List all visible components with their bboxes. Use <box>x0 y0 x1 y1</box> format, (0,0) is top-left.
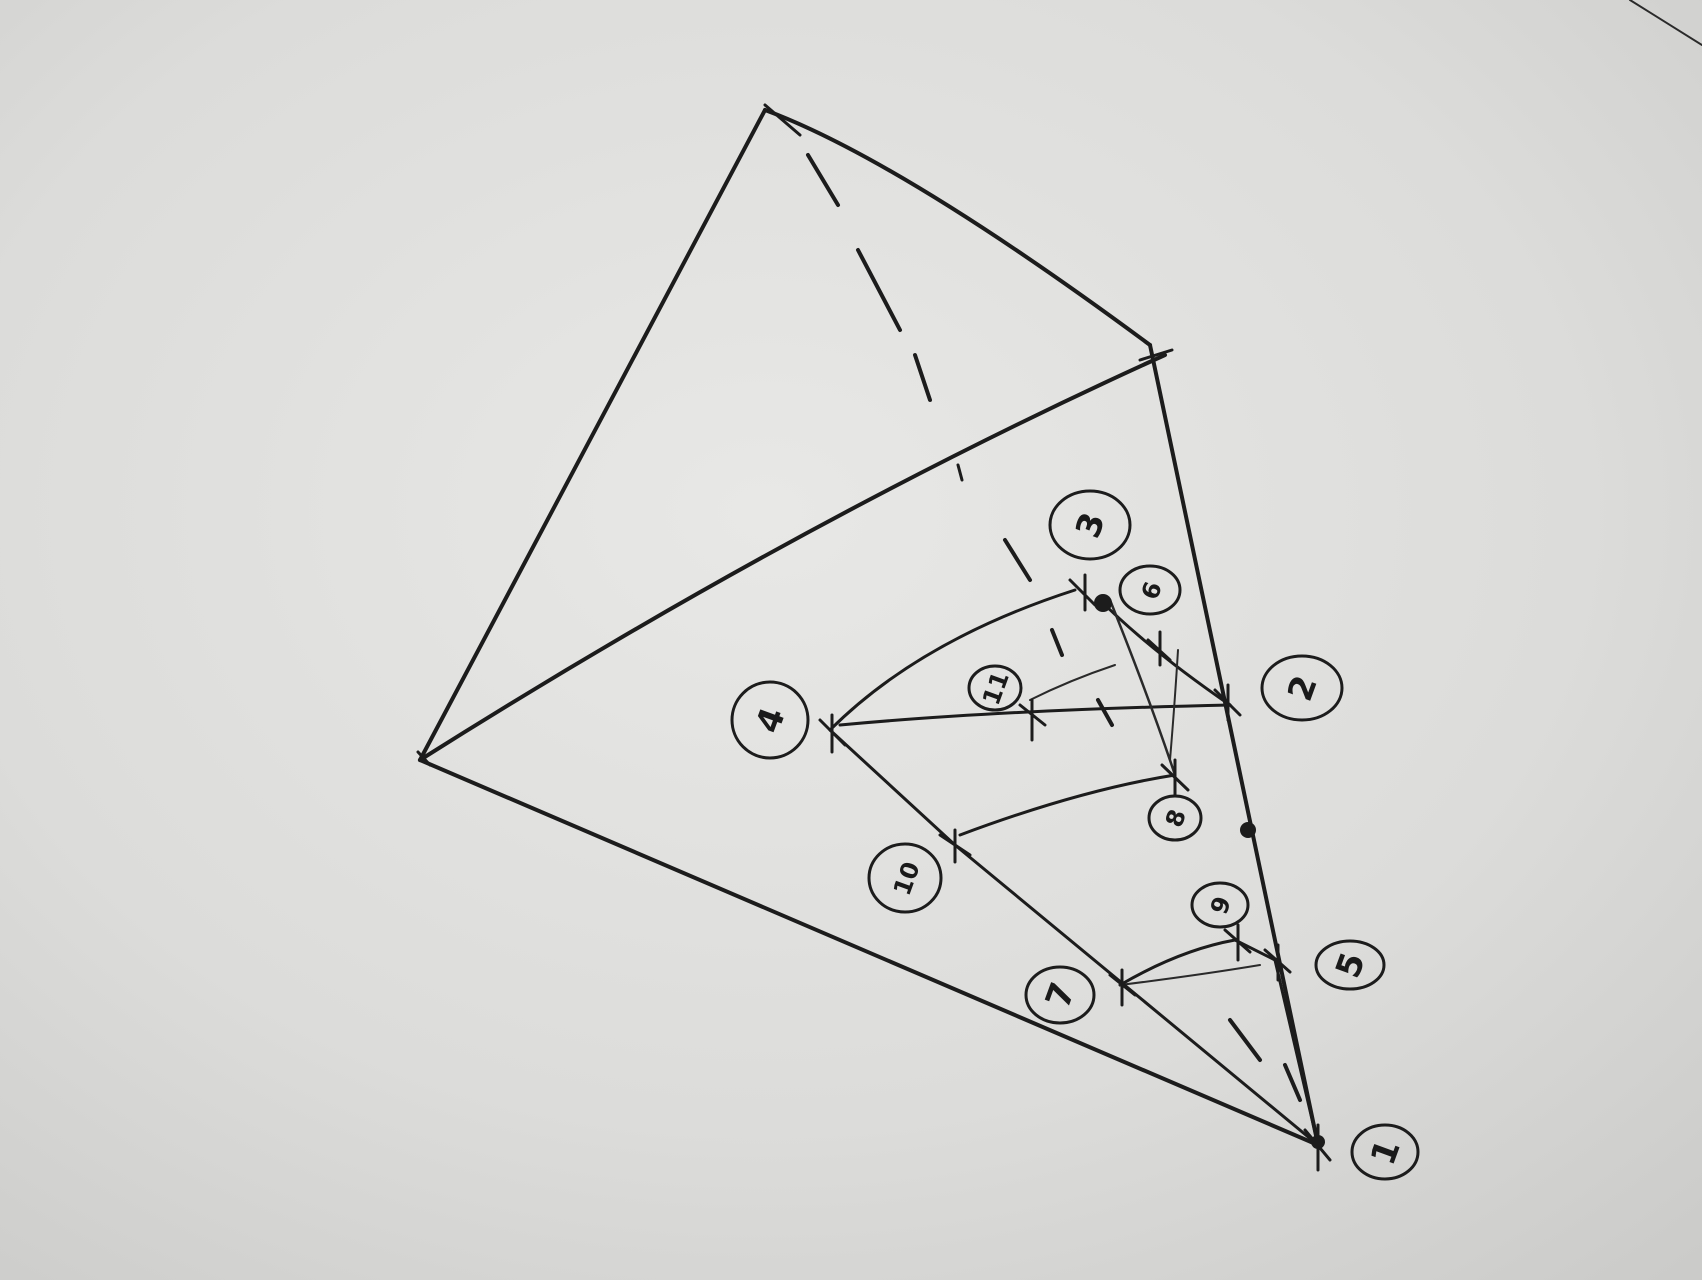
dot-1 <box>1311 1135 1325 1149</box>
line-4-3 <box>828 588 1077 732</box>
line-12 <box>1169 649 1179 761</box>
edge-tick-mid <box>956 463 964 482</box>
dash-2 <box>856 248 902 332</box>
point-marks <box>818 573 1332 1172</box>
dash-1 <box>806 153 840 207</box>
mark-5 <box>1263 943 1292 982</box>
line-8-10 <box>958 773 1177 837</box>
mark-3 <box>1068 573 1097 612</box>
dash-8 <box>1283 1063 1302 1102</box>
line-10-4 <box>828 728 957 847</box>
edge-left-bottom <box>418 758 1320 1147</box>
mark-4 <box>818 713 847 754</box>
dash-7 <box>1228 1018 1262 1062</box>
line-11-mid <box>1029 664 1116 701</box>
vertex-tick-left <box>416 750 432 767</box>
inner-path <box>828 588 1320 1147</box>
mark-10 <box>938 828 972 864</box>
line-9-6 <box>1118 938 1237 987</box>
paper-edge-line <box>1629 0 1702 46</box>
edge-top-left <box>418 108 767 762</box>
line-3-8 <box>1108 598 1177 777</box>
edge-left-right <box>418 353 1167 762</box>
dash-6 <box>1096 698 1114 727</box>
hidden-edge-dashes <box>806 153 1302 1102</box>
line-3-2 <box>1098 598 1232 707</box>
line-2-4 <box>838 703 1232 727</box>
dash-5 <box>1050 628 1064 657</box>
mark-12 <box>1146 630 1172 667</box>
edge-top-right <box>763 108 1152 347</box>
dot-3 <box>1094 594 1112 612</box>
mark-11 <box>1018 698 1047 742</box>
dash-3 <box>913 353 932 402</box>
edge-right-bottom <box>1148 343 1320 1147</box>
mark-8 <box>1160 758 1190 797</box>
dash-4 <box>1003 538 1032 582</box>
mark-2 <box>1213 683 1242 722</box>
mark-9 <box>1223 923 1252 962</box>
line-6-5 <box>1119 964 1261 986</box>
mark-6 <box>1108 968 1137 1007</box>
dot-edge <box>1240 822 1256 838</box>
tetrahedron-edges <box>416 103 1320 1147</box>
vertex-tick-top <box>763 103 802 137</box>
line-1-5 <box>1273 958 1320 1147</box>
vertex-tick-right <box>1138 348 1174 362</box>
